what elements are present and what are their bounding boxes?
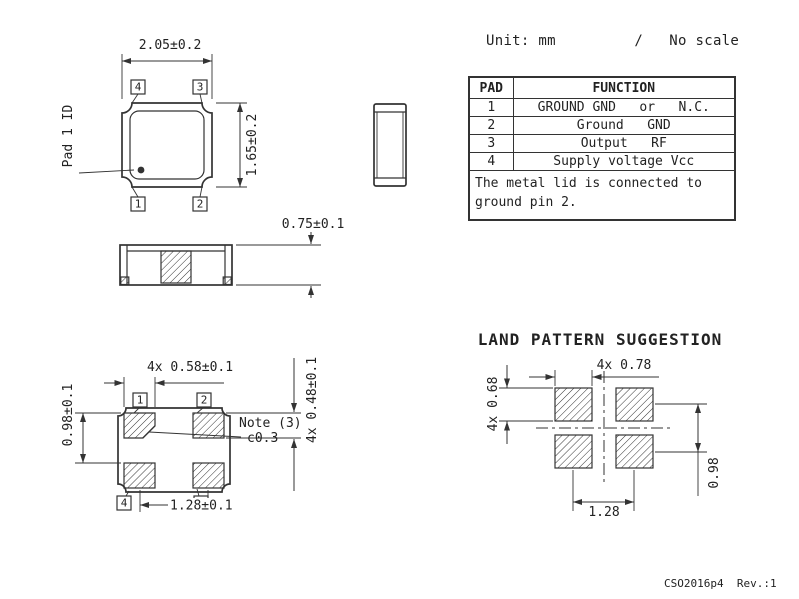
pad-column-header: PAD <box>468 76 514 99</box>
crystal-blank-section <box>160 250 192 284</box>
land-pattern-title: LAND PATTERN SUGGESTION <box>478 330 723 349</box>
land-pattern-drawing: LAND PATTERN SUGGESTION 4x 0.78 <box>478 330 723 520</box>
pad4-label: 4 <box>135 81 142 94</box>
land-pad-bottom-right <box>615 434 654 469</box>
pad1-id-label: Pad 1 ID <box>61 105 76 168</box>
land-col-pitch-dimension: 1.28 <box>572 470 635 520</box>
table-row: 3 Output RF <box>468 134 736 153</box>
pad1-index-dot <box>137 166 145 174</box>
top-view-height-dim-text: 1.65±0.2 <box>245 114 260 177</box>
bottom-pad4-callout-box <box>116 495 132 511</box>
land-col-pitch-dim-text: 1.28 <box>588 505 619 520</box>
bottom-col-pitch-dimension: 1.28±0.1 <box>139 490 246 514</box>
pad1-label: 1 <box>135 198 142 211</box>
top-view-pad-callouts: 4 3 1 2 <box>130 79 208 212</box>
top-view-drawing: 4 3 1 2 2.05±0.2 <box>61 38 260 212</box>
table-row: 1 GROUND GND or N.C. <box>468 98 736 117</box>
land-pad-width-dim-text: 4x 0.78 <box>597 358 652 373</box>
land-pad-top-right <box>615 387 654 422</box>
bottom-col-pitch-dim-text: 1.28±0.1 <box>170 499 233 514</box>
bottom-pad-4 <box>123 462 156 489</box>
land-pad-height-dim-text: 4x 0.68 <box>486 377 501 432</box>
unit-note: Unit: mm / No scale <box>486 33 740 49</box>
bottom-pad-width-dimension: 4x 0.58±0.1 <box>104 360 233 407</box>
land-pad-top-left <box>554 387 593 422</box>
pad-number-cell: 1 <box>468 98 514 117</box>
bottom-pad4-label: 4 <box>121 497 128 510</box>
top-view-height-dimension: 1.65±0.2 <box>216 102 260 188</box>
lid-outline <box>129 110 205 180</box>
top-view-width-dimension: 2.05±0.2 <box>121 38 213 99</box>
pad1-id-leader <box>78 169 135 174</box>
function-column-header: FUNCTION <box>512 76 736 99</box>
note-ref-text: Note (3) <box>239 416 302 431</box>
bottom-pad-width-dim-text: 4x 0.58±0.1 <box>147 360 233 375</box>
section-thickness-dimension: 0.75±0.1 <box>236 217 344 298</box>
bottom-pad-height-dim-text: 4x 0.48±0.1 <box>305 357 320 443</box>
pad-function-table: PAD FUNCTION 1 GROUND GND or N.C. 2 Grou… <box>468 76 736 221</box>
package-outline <box>121 102 213 188</box>
pad2-label: 2 <box>197 198 204 211</box>
land-row-pitch-dimension: 0.98 <box>655 403 722 496</box>
section-thickness-dim-text: 0.75±0.1 <box>282 217 345 232</box>
bottom-pad-height-dimension: 4x 0.48±0.1 <box>226 357 320 491</box>
pad-number-cell: 4 <box>468 152 514 171</box>
pad-number-cell: 3 <box>468 134 514 153</box>
bottom-pad-3 <box>192 462 225 489</box>
section-view-drawing: 0.75±0.1 <box>119 217 344 298</box>
bottom-pad-1 <box>123 412 156 439</box>
bottom-view-outline <box>117 407 231 493</box>
pad-function-cell: Output RF <box>512 134 736 153</box>
land-row-pitch-dim-text: 0.98 <box>707 457 722 488</box>
left-terminal-section <box>120 276 130 286</box>
land-pad-width-dimension: 4x 0.78 <box>529 358 659 386</box>
section-outline <box>119 244 233 286</box>
side-view-drawing <box>373 103 407 187</box>
bottom-view-drawing: 1 2 4 3 4x 0.58±0.1 <box>61 357 320 514</box>
chamfer-note: Note (3) c0.3 <box>148 416 302 446</box>
bottom-row-pitch-dimension: 0.98±0.1 <box>61 384 121 464</box>
document-id: CSO2016p4 Rev.:1 <box>664 577 777 590</box>
pad3-label: 3 <box>197 81 204 94</box>
table-row: 4 Supply voltage Vcc <box>468 152 736 171</box>
bottom-pad1-label: 1 <box>137 394 144 407</box>
side-view-outline <box>373 103 407 187</box>
table-row: 2 Ground GND <box>468 116 736 135</box>
bottom-row-pitch-dim-text: 0.98±0.1 <box>61 384 76 447</box>
bottom-pad2-label: 2 <box>201 394 208 407</box>
pad-function-cell: GROUND GND or N.C. <box>512 98 736 117</box>
pad-function-cell: Ground GND <box>512 116 736 135</box>
chamfer-dim-text: c0.3 <box>247 431 278 446</box>
metal-lid-note: The metal lid is connected to ground pin… <box>468 169 736 221</box>
table-note-row: The metal lid is connected to ground pin… <box>468 169 736 221</box>
table-header-row: PAD FUNCTION <box>468 76 736 99</box>
pad-function-cell: Supply voltage Vcc <box>512 152 736 171</box>
bottom-pad-2 <box>192 412 225 439</box>
top-view-width-dim-text: 2.05±0.2 <box>139 38 202 53</box>
right-terminal-section <box>222 276 232 286</box>
land-pad-height-dimension: 4x 0.68 <box>486 365 553 444</box>
land-pad-bottom-left <box>554 434 593 469</box>
pad-number-cell: 2 <box>468 116 514 135</box>
